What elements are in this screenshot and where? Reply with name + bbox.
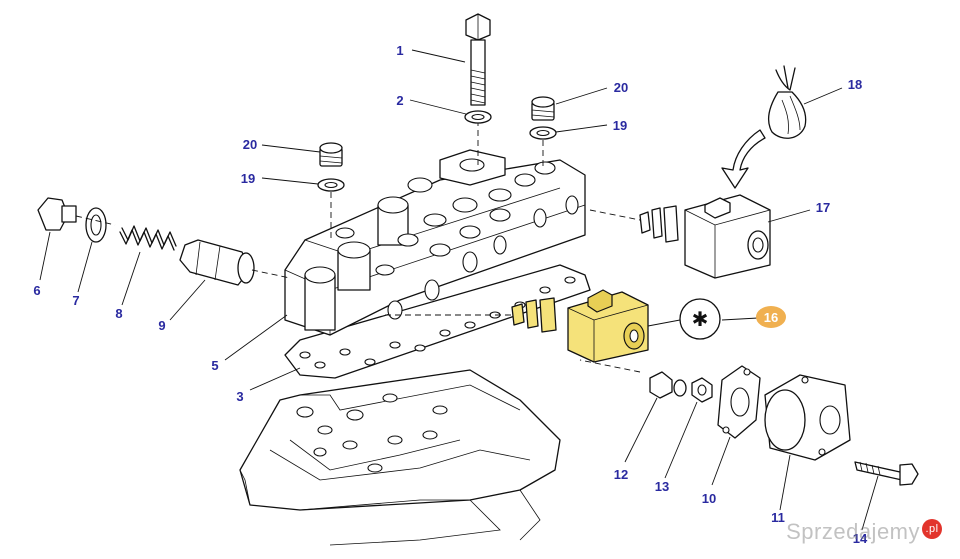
watermark-badge: .pl — [922, 519, 942, 539]
callout-11: 11 — [771, 510, 785, 525]
watermark: Sprzedajemy.pl — [786, 519, 942, 545]
callout-19a: 19 — [613, 118, 627, 133]
callout-5: 5 — [211, 358, 218, 373]
housing-holes — [296, 393, 448, 473]
callout-14: 14 — [853, 531, 868, 546]
plug-part-20-right — [531, 96, 555, 121]
spring-part-8 — [119, 225, 177, 251]
flange-gasket-part-10 — [717, 365, 761, 439]
seal-ring-part-19-right — [529, 126, 557, 170]
grease-bag-part-18 — [768, 65, 807, 139]
callout-16: 16 — [764, 310, 778, 325]
valve-body-side-ports — [387, 195, 579, 320]
transmission-housing — [239, 369, 561, 546]
callout-8: 8 — [115, 306, 122, 321]
valve-body-bosses — [304, 149, 556, 331]
seal-ring-part-19-left — [317, 178, 345, 240]
callout-12: 12 — [614, 467, 628, 482]
callout-20b: 20 — [243, 137, 257, 152]
bolt-part-1 — [465, 13, 491, 165]
svg-text:✱: ✱ — [692, 307, 709, 331]
callout-7: 7 — [72, 293, 79, 308]
solenoid-valve-part-17 — [589, 194, 771, 279]
callout-6: 6 — [33, 283, 40, 298]
washer-part-2 — [464, 110, 492, 124]
callout-18: 18 — [848, 77, 862, 92]
callout-10: 10 — [702, 491, 716, 506]
filter-part-12 — [649, 371, 687, 399]
callout-2: 2 — [396, 93, 403, 108]
cover-part-11 — [579, 359, 851, 461]
solenoid-valve-part-16-highlighted — [385, 289, 649, 363]
callout-19b: 19 — [241, 171, 255, 186]
piston-part-9 — [179, 239, 255, 286]
leader-lines — [39, 49, 879, 531]
valve-body — [284, 149, 586, 336]
callout-13: 13 — [655, 479, 669, 494]
nut-part-13 — [691, 377, 713, 403]
callout-9: 9 — [158, 318, 165, 333]
callout-16-highlight: 16 — [756, 306, 786, 328]
seal-ring-part-7 — [85, 207, 107, 243]
callout-1: 1 — [396, 43, 403, 58]
arrow-indicator — [721, 129, 766, 189]
callouts: 1 2 3 5 6 7 8 9 10 11 12 13 14 16 17 18 … — [33, 43, 868, 546]
callout-3: 3 — [236, 389, 243, 404]
callout-20a: 20 — [614, 80, 628, 95]
plug-part-20-left — [319, 142, 343, 167]
callout-17: 17 — [816, 200, 830, 215]
watermark-text: Sprzedajemy — [786, 519, 920, 544]
bolt-part-14 — [854, 461, 919, 486]
special-symbol-icon: ✱ — [679, 298, 721, 340]
plug-part-6 — [37, 197, 77, 231]
